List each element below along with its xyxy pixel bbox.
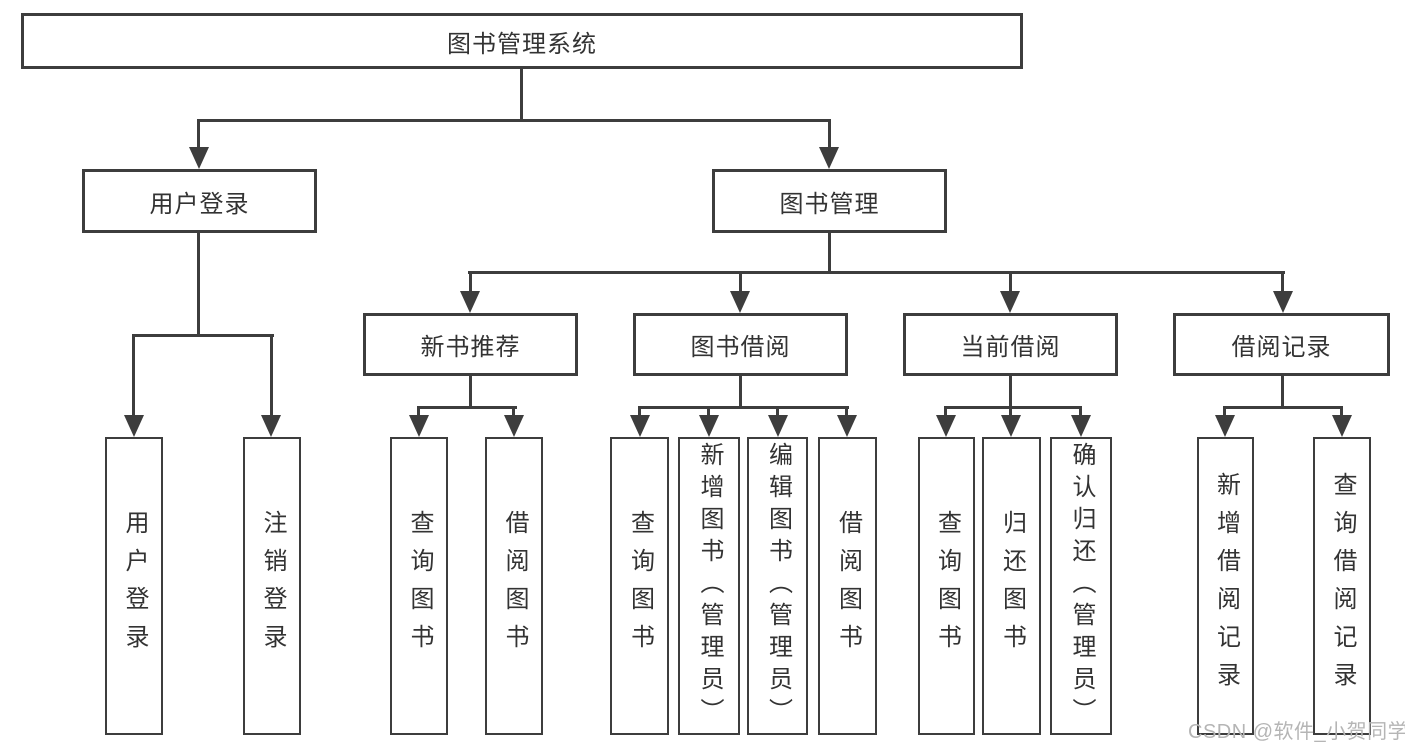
connector-line xyxy=(707,406,710,417)
connector-arrowhead xyxy=(409,415,429,437)
connector-line xyxy=(1009,406,1012,417)
connector-line xyxy=(417,406,517,409)
connector-line xyxy=(1223,406,1226,417)
connector-arrowhead xyxy=(630,415,650,437)
connector-line xyxy=(1223,406,1343,409)
connector-line xyxy=(739,376,742,408)
connector-line xyxy=(776,406,779,417)
leaf-user-login: 用户登录 xyxy=(105,437,163,735)
node-user-login: 用户登录 xyxy=(82,169,317,233)
connector-line xyxy=(828,233,831,273)
connector-line xyxy=(638,406,849,409)
leaf-logout-label: 注销登录 xyxy=(259,510,286,662)
leaf-add-books-admin: 新增图书（管理员） xyxy=(678,437,740,735)
connector-line xyxy=(469,271,472,293)
leaf-confirm-return-admin: 确认归还（管理员） xyxy=(1050,437,1112,735)
leaf-borrow-books-borrowing: 借阅图书 xyxy=(818,437,877,735)
leaf-query-books-recommend: 查询图书 xyxy=(390,437,448,735)
connector-arrowhead xyxy=(819,147,839,169)
connector-line xyxy=(1281,376,1284,408)
connector-arrowhead xyxy=(1332,415,1352,437)
connector-line xyxy=(468,271,1285,274)
connector-arrowhead xyxy=(1000,291,1020,313)
node-new-book-recommend-label: 新书推荐 xyxy=(420,334,521,361)
connector-line xyxy=(512,406,515,417)
node-borrowing-records: 借阅记录 xyxy=(1173,313,1390,376)
connector-arrowhead xyxy=(730,291,750,313)
connector-line xyxy=(197,119,831,122)
leaf-query-books-recommend-label: 查询图书 xyxy=(406,510,433,662)
leaf-user-login-label: 用户登录 xyxy=(121,510,148,662)
connector-line xyxy=(1079,406,1082,417)
connector-arrowhead xyxy=(699,415,719,437)
connector-arrowhead xyxy=(1071,415,1091,437)
node-current-borrowing: 当前借阅 xyxy=(903,313,1118,376)
connector-line xyxy=(132,334,135,417)
connector-arrowhead xyxy=(261,415,281,437)
connector-arrowhead xyxy=(1001,415,1021,437)
connector-line xyxy=(1009,376,1012,408)
connector-line xyxy=(828,119,831,148)
leaf-query-books-borrowing-label: 查询图书 xyxy=(626,510,654,662)
leaf-return-books: 归还图书 xyxy=(982,437,1041,735)
leaf-borrow-books-borrowing-label: 借阅图书 xyxy=(834,510,862,662)
leaf-borrow-books-recommend: 借阅图书 xyxy=(485,437,543,735)
node-new-book-recommend: 新书推荐 xyxy=(363,313,578,376)
connector-line xyxy=(469,376,472,408)
node-book-management: 图书管理 xyxy=(712,169,947,233)
node-book-management-label: 图书管理 xyxy=(779,190,880,218)
connector-line xyxy=(132,334,274,337)
node-library-system-label: 图书管理系统 xyxy=(447,30,597,58)
connector-arrowhead xyxy=(936,415,956,437)
leaf-edit-books-admin: 编辑图书（管理员） xyxy=(747,437,808,735)
connector-arrowhead xyxy=(1273,291,1293,313)
connector-arrowhead xyxy=(768,415,788,437)
connector-line xyxy=(197,119,200,148)
leaf-query-borrow-record-label: 查询借阅记录 xyxy=(1329,472,1356,700)
connector-line xyxy=(1009,271,1012,293)
connector-arrowhead xyxy=(504,415,524,437)
leaf-query-borrow-record: 查询借阅记录 xyxy=(1313,437,1371,735)
connector-line xyxy=(638,406,641,417)
connector-arrowhead xyxy=(837,415,857,437)
connector-arrowhead xyxy=(460,291,480,313)
connector-line xyxy=(944,406,1082,409)
connector-arrowhead xyxy=(189,147,209,169)
leaf-return-books-label: 归还图书 xyxy=(998,510,1026,662)
csdn-watermark: CSDN @软件_小贺同学 xyxy=(1188,721,1405,743)
leaf-borrow-books-recommend-label: 借阅图书 xyxy=(501,510,528,662)
leaf-edit-books-admin-label: 编辑图书（管理员） xyxy=(764,442,792,730)
connector-line xyxy=(520,69,523,122)
node-book-borrowing-label: 图书借阅 xyxy=(690,334,791,361)
connector-line xyxy=(845,406,848,417)
node-user-login-label: 用户登录 xyxy=(149,190,250,218)
node-library-system: 图书管理系统 xyxy=(21,13,1023,69)
connector-line xyxy=(270,334,273,417)
node-book-borrowing: 图书借阅 xyxy=(633,313,848,376)
node-borrowing-records-label: 借阅记录 xyxy=(1231,334,1332,361)
leaf-query-books-borrowing: 查询图书 xyxy=(610,437,669,735)
leaf-logout: 注销登录 xyxy=(243,437,301,735)
connector-arrowhead xyxy=(124,415,144,437)
leaf-query-books-current-label: 查询图书 xyxy=(933,510,961,662)
leaf-confirm-return-admin-label: 确认归还（管理员） xyxy=(1068,442,1095,730)
connector-line xyxy=(417,406,420,417)
connector-arrowhead xyxy=(1215,415,1235,437)
leaf-add-borrow-record-label: 新增借阅记录 xyxy=(1212,472,1240,700)
connector-line xyxy=(1281,271,1284,293)
connector-line xyxy=(739,271,742,293)
leaf-query-books-current: 查询图书 xyxy=(918,437,975,735)
node-current-borrowing-label: 当前借阅 xyxy=(960,334,1061,361)
leaf-add-borrow-record: 新增借阅记录 xyxy=(1197,437,1254,735)
connector-line xyxy=(197,233,200,336)
leaf-add-books-admin-label: 新增图书（管理员） xyxy=(696,442,723,730)
connector-line xyxy=(944,406,947,417)
connector-line xyxy=(1340,406,1343,417)
